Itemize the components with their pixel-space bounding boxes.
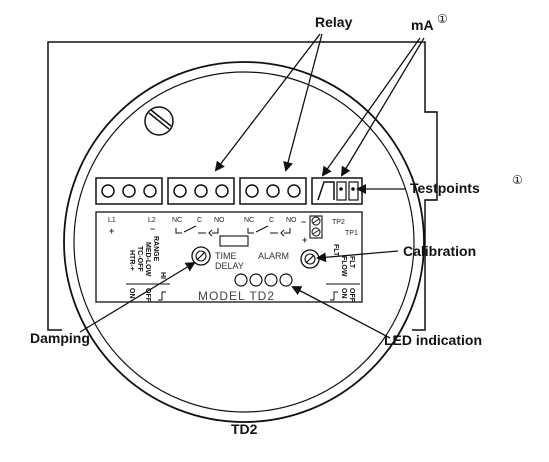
right-step-symbol: [330, 291, 338, 301]
mounting-screw-icon: [144, 106, 174, 136]
model-label: MODEL TD2: [198, 289, 275, 303]
label-no-2: NO: [286, 217, 297, 224]
label-l1: L1: [108, 217, 116, 224]
left-switch-label-5: HI: [159, 272, 166, 279]
label-nc-2: NC: [244, 217, 254, 224]
label-minus-ma: −: [301, 217, 306, 227]
label-c-1: C: [197, 217, 202, 224]
ma-screw-terminals: [309, 215, 323, 239]
right-switch-label-3: FLT: [348, 256, 355, 269]
relay-arrow-2: [283, 33, 323, 172]
relay-contact-symbol-1: [175, 225, 219, 237]
callout-testpoints: Testpoints: [410, 180, 480, 196]
left-switch-label-1: HTR-+: [128, 250, 135, 271]
calibration-potentiometer-icon: [300, 249, 320, 269]
calibration-arrow: [316, 250, 399, 263]
alarm-label: ALARM: [258, 251, 289, 261]
terminal-block-ma: [311, 177, 363, 205]
bottom-right-on: ON: [340, 288, 347, 299]
left-switch-label-2: TC-OFF: [136, 246, 143, 272]
label-plus-ma: +: [302, 235, 307, 245]
left-step-symbol: [158, 291, 166, 301]
bottom-left-on: ON: [128, 288, 135, 299]
callout-led-indication: LED indication: [384, 332, 482, 348]
ma-arrow-2: [340, 37, 425, 177]
bottom-left-off: OFF: [144, 288, 151, 303]
left-switch-label-3: MED-LOW: [144, 242, 151, 277]
callout-relay: Relay: [315, 14, 353, 30]
led-2: [249, 273, 263, 287]
outer-ring: [63, 61, 425, 423]
label-no-1: NO: [214, 217, 225, 224]
relay-contact-symbol-2: [247, 225, 291, 237]
inner-ring: [73, 71, 415, 413]
time-delay-jumper: [219, 235, 249, 247]
callout-damping: Damping: [30, 330, 90, 346]
bottom-right-off: OFF: [348, 288, 355, 303]
terminal-block-relay-2: [239, 177, 307, 205]
label-nc-1: NC: [172, 217, 182, 224]
terminal-block-relay-1: [167, 177, 235, 205]
terminal-block-power: [95, 177, 163, 205]
callout-ma-footnote: ①: [437, 12, 448, 26]
led-4: [279, 273, 293, 287]
label-tp1: TP1: [345, 230, 358, 237]
diagram-caption: TD2: [231, 421, 258, 437]
label-l2: L2: [148, 217, 156, 224]
left-switch-label-4: RANGE: [152, 236, 159, 262]
time-delay-label-1: TIME: [215, 251, 237, 261]
label-minus-l2: −: [150, 224, 155, 234]
label-c-2: C: [269, 217, 274, 224]
led-indication-arrow: [291, 286, 391, 339]
callout-testpoints-footnote: ①: [512, 173, 523, 187]
damping-potentiometer-icon: [191, 246, 211, 266]
ma-arrow-1: [321, 37, 421, 177]
label-tp2: TP2: [332, 219, 345, 226]
damping-arrow: [79, 261, 196, 333]
housing-right-step: [425, 111, 437, 201]
right-switch-label-1: FLT: [332, 244, 339, 257]
led-1: [234, 273, 248, 287]
label-plus-l1: +: [109, 226, 114, 236]
circuit-board-panel: [95, 211, 363, 303]
relay-arrow-1: [214, 33, 321, 172]
time-delay-label-2: DELAY: [215, 261, 244, 271]
callout-calibration: Calibration: [403, 243, 476, 259]
right-switch-label-2: FLOW: [340, 256, 347, 277]
led-3: [264, 273, 278, 287]
callout-ma: mA: [411, 17, 434, 33]
